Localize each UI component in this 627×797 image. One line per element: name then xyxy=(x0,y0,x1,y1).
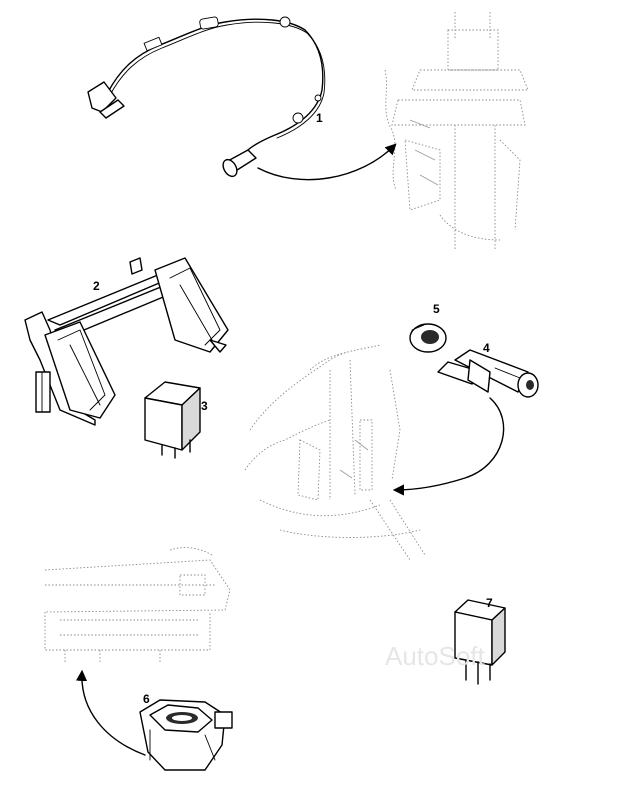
callout-4: 4 xyxy=(483,341,490,355)
part-7-relay xyxy=(454,599,506,685)
callout-2: 2 xyxy=(93,279,100,293)
part-3-relay xyxy=(144,381,201,459)
callout-5: 5 xyxy=(433,302,440,316)
part-6-housing xyxy=(139,699,233,771)
callout-3: 3 xyxy=(201,399,208,413)
callout-6: 6 xyxy=(143,692,150,706)
part-1-sensor-cable xyxy=(87,16,326,178)
arrow-4 xyxy=(392,397,505,496)
watermark: AutoSoft xyxy=(385,641,486,671)
engine-bay-outline xyxy=(244,344,426,561)
body-panel-outline xyxy=(44,547,231,662)
callout-1: 1 xyxy=(316,111,323,125)
callout-7: 7 xyxy=(486,596,493,610)
strut-assembly-outline xyxy=(384,12,529,250)
arrow-1 xyxy=(257,143,397,181)
part-2-relay-bracket xyxy=(24,257,229,426)
part-4-connector xyxy=(437,349,539,398)
arrow-6 xyxy=(75,669,146,756)
part-5-grommet xyxy=(409,323,447,353)
